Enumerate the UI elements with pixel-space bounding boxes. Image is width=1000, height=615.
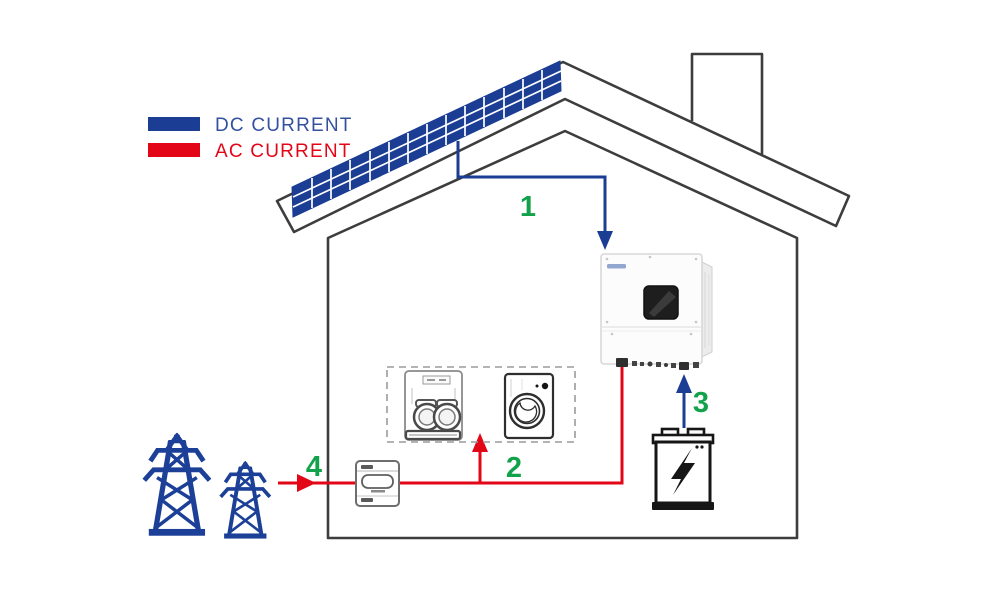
dc-current-swatch: [148, 117, 200, 131]
cooker-icon: [404, 370, 463, 441]
chimney: [690, 52, 764, 154]
legend: DC CURRENT AC CURRENT: [148, 115, 353, 162]
dc-current-label: DC CURRENT: [215, 115, 353, 136]
solar-panel-grid: [292, 70, 562, 208]
lightning-bolt-icon: [671, 448, 695, 495]
flow-label-4: 4: [306, 451, 322, 483]
washing-machine-icon: [503, 372, 555, 440]
ac-current-swatch: [148, 143, 200, 157]
grid-tower-small: [219, 461, 271, 541]
grid-tower-large: [146, 436, 208, 536]
battery-lightning-icon: [651, 427, 715, 510]
house-outline-icon: [326, 129, 799, 540]
flow-label-3: 3: [693, 387, 709, 419]
inverter-icon: [600, 253, 713, 370]
inverter-screws: [605, 255, 698, 336]
dc-arrowhead-into-inverter: [597, 231, 613, 250]
energy-meter-icon: [355, 460, 400, 507]
grid-tower-icon: [146, 436, 271, 541]
home-appliances: [386, 366, 576, 443]
flow-label-1: 1: [520, 191, 536, 223]
flow-label-2: 2: [506, 452, 522, 484]
dc-wire-pv-to-inverter: [456, 141, 607, 233]
ac-arrowhead-grid: [297, 474, 316, 492]
inverter-connectors: [616, 358, 699, 370]
ac-current-label: AC CURRENT: [215, 141, 352, 162]
dc-arrowhead-battery: [676, 374, 692, 393]
ac-arrowhead-appliances: [472, 433, 488, 452]
solar-panel-icon: [291, 60, 562, 218]
inverter-logo: [607, 264, 626, 269]
flow-numbers: 1 2 3 4: [306, 191, 709, 484]
